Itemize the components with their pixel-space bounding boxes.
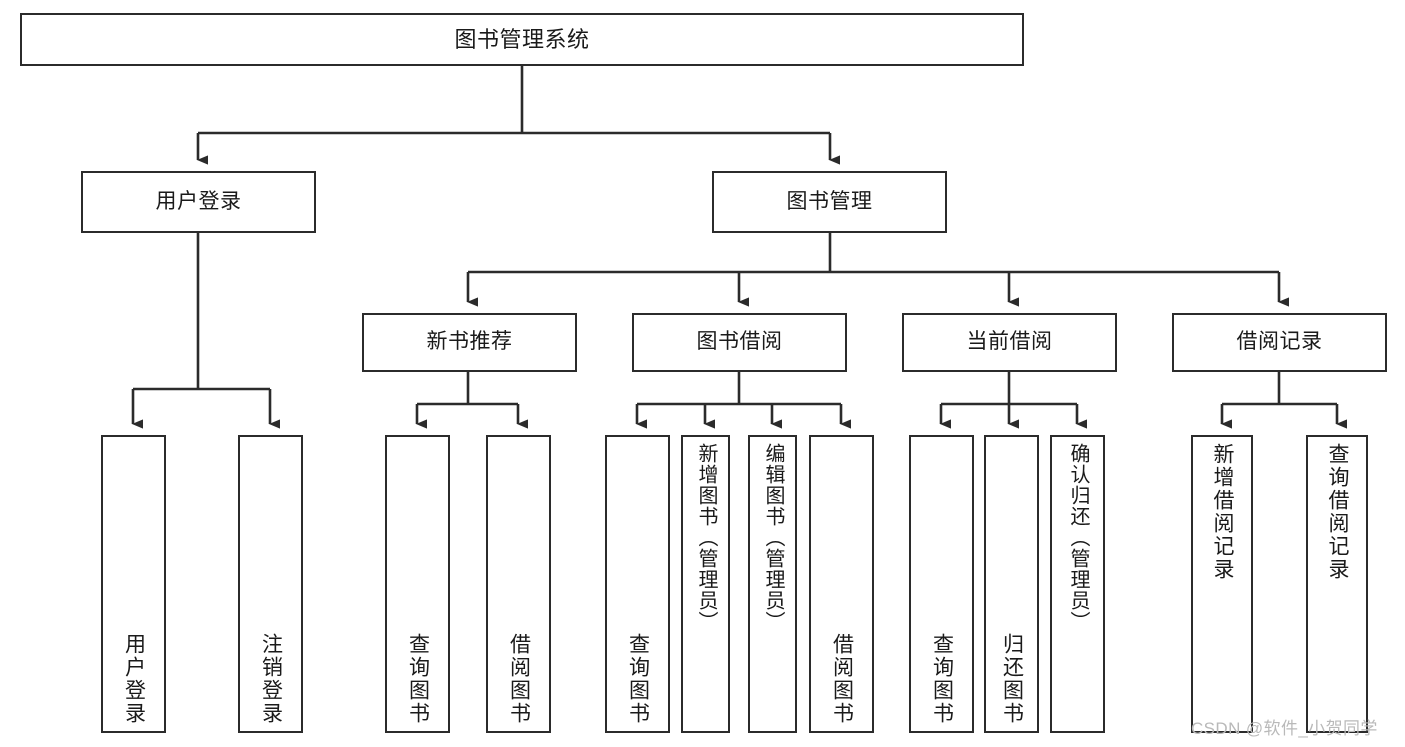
watermark-text: CSDN @软件_小贺同学	[1191, 719, 1378, 738]
node-book-manage-label: 图书管理	[786, 189, 873, 213]
node-leaf-user-login[interactable]: 用户登录	[101, 435, 166, 733]
node-leaf-query-record-label: 查询借阅记录	[1326, 443, 1350, 581]
node-leaf-logout[interactable]: 注销登录	[238, 435, 303, 733]
node-leaf-borrow-book-2[interactable]: 借阅图书	[809, 435, 874, 733]
node-leaf-user-login-label: 用户登录	[122, 633, 146, 725]
node-new-book-rec[interactable]: 新书推荐	[362, 313, 577, 372]
node-leaf-add-book[interactable]: 新增图书（管理员）	[681, 435, 730, 733]
node-leaf-query-record[interactable]: 查询借阅记录	[1306, 435, 1368, 733]
node-leaf-confirm-return-label: 确认归还（管理员）	[1067, 443, 1089, 632]
node-leaf-add-record[interactable]: 新增借阅记录	[1191, 435, 1253, 733]
node-leaf-edit-book-label: 编辑图书（管理员）	[762, 443, 784, 632]
node-book-borrow-label: 图书借阅	[696, 330, 783, 354]
node-user-login[interactable]: 用户登录	[81, 171, 316, 233]
node-current-borrow[interactable]: 当前借阅	[902, 313, 1117, 372]
node-leaf-return-book-label: 归还图书	[1000, 633, 1024, 725]
node-leaf-add-book-label: 新增图书（管理员）	[695, 443, 717, 632]
node-leaf-query-book-1-label: 查询图书	[406, 633, 430, 725]
node-leaf-query-book-1[interactable]: 查询图书	[385, 435, 450, 733]
node-leaf-borrow-book-1-label: 借阅图书	[507, 633, 531, 725]
node-leaf-query-book-2-label: 查询图书	[626, 633, 650, 725]
node-leaf-edit-book[interactable]: 编辑图书（管理员）	[748, 435, 797, 733]
node-new-book-rec-label: 新书推荐	[426, 330, 513, 354]
node-leaf-query-book-3-label: 查询图书	[930, 633, 954, 725]
node-root[interactable]: 图书管理系统	[20, 13, 1024, 66]
node-leaf-query-book-3[interactable]: 查询图书	[909, 435, 974, 733]
node-leaf-logout-label: 注销登录	[259, 633, 283, 725]
node-book-manage[interactable]: 图书管理	[712, 171, 947, 233]
node-book-borrow[interactable]: 图书借阅	[632, 313, 847, 372]
node-current-borrow-label: 当前借阅	[966, 330, 1053, 354]
node-leaf-add-record-label: 新增借阅记录	[1211, 443, 1235, 581]
node-leaf-confirm-return[interactable]: 确认归还（管理员）	[1050, 435, 1105, 733]
node-user-login-label: 用户登录	[155, 189, 242, 213]
node-leaf-borrow-book-2-label: 借阅图书	[830, 633, 854, 725]
node-borrow-record-label: 借阅记录	[1236, 330, 1323, 354]
node-leaf-query-book-2[interactable]: 查询图书	[605, 435, 670, 733]
node-root-label: 图书管理系统	[454, 26, 590, 52]
node-borrow-record[interactable]: 借阅记录	[1172, 313, 1387, 372]
node-leaf-borrow-book-1[interactable]: 借阅图书	[486, 435, 551, 733]
node-leaf-return-book[interactable]: 归还图书	[984, 435, 1039, 733]
